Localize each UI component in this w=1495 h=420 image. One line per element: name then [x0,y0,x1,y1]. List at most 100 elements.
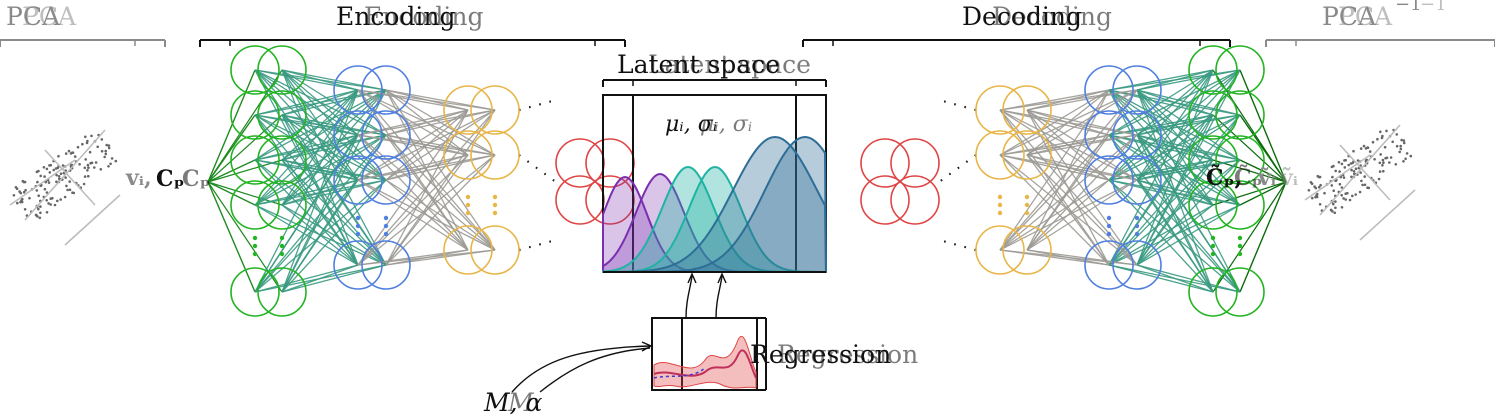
pca-right-point-17 [1347,163,1350,167]
pca-right-point-112 [1351,161,1354,165]
pca-right-point-138 [1402,141,1406,145]
pca-right-point-40 [1352,149,1355,153]
mu-sigma-label-overlap: μᵢ, σᵢ [700,112,753,137]
pca-right-point-78 [1350,168,1353,172]
pca-right-point-95 [1398,150,1401,154]
pca-right-point-36 [1344,192,1347,195]
pca-right-point-75 [1310,182,1314,185]
pca-right-point-47 [1333,211,1337,215]
encoder-node-0-1 [230,90,280,140]
encoder-node-2-3 [333,240,383,290]
pca-right-point-48 [1363,183,1367,187]
pca-left-label-overlap: PCA [22,2,77,31]
pca-right-point-34 [1331,175,1334,179]
pca-left-point-6 [67,149,71,153]
c-p-input-label-overlap: Cₚ [182,166,211,192]
pca-right-point-32 [1361,183,1364,187]
decoder-edge-7-3-0 [999,109,1110,266]
encoder-ellipsis-dot-2-2 [355,231,361,237]
pca-left-point-126 [109,162,112,166]
pca-right-point-129 [1314,186,1318,190]
pca-left-point-11 [114,159,118,163]
pca-left-point-93 [93,166,96,169]
decoder-edge-4-1-2 [1026,134,1138,251]
pca-right-point-45 [1311,196,1314,200]
pca-left-point-32 [66,188,69,192]
encoder-node-3-2 [361,155,411,205]
encoder-edge-2-4-0 [281,89,359,293]
pca-right-point-131 [1377,177,1381,181]
encoder-edge-2-2-0 [281,89,359,161]
regression-label-overlap: Regression [777,340,919,369]
regression-box [511,272,767,393]
pca-left-point-30 [100,138,104,141]
encoder-edge-6-2-0 [385,109,469,181]
decoder-node-5-1 [975,130,1025,180]
decoder-edge-3-4-0 [1108,89,1214,293]
encoder-node-3-3 [361,240,411,290]
pca-right-point-74 [1329,208,1333,212]
decoder-edge-3-3-0 [1108,89,1214,206]
pca-left-point-65 [21,179,25,183]
encoder-node-1-3 [257,180,307,230]
pca-left-point-136 [45,191,49,194]
encoder-fan-edge-0 [207,69,256,183]
pca-left-point-47 [38,216,42,220]
pca-right-point-15 [1368,150,1372,153]
encoder-edge-4-0-0 [357,89,469,111]
pca-left-point-67 [45,167,49,171]
encoder-ellipsis-dot-3-0 [383,215,389,221]
pca-right-point-33 [1352,170,1356,173]
pca-right-point-37 [1402,160,1405,163]
pca-left-point-45 [15,201,19,205]
encoder-node-2-2 [333,155,383,205]
pca-right-point-124 [1379,153,1382,156]
encoder-edge-0-1-0 [254,89,359,116]
pca-right-point-123 [1338,170,1341,173]
encoder-edge-0-4-0 [254,89,359,293]
encoder-node-0-2 [230,135,280,185]
decoder-ellipsis-dot-5-1 [997,202,1003,208]
decoder-edge-0-4-3 [1136,264,1241,293]
decoder-edge-3-3-2 [1108,179,1214,206]
encoder-ellipsis-dot-2-1 [355,223,361,229]
encoder-node-2-0 [333,65,383,115]
pca-left-point-71 [59,198,62,201]
encoder-edge-7-2-2 [385,179,496,251]
pca-right-point-108 [1380,136,1384,140]
pca-left-point-74 [34,213,38,217]
encoder-edge-0-3-2 [254,179,359,206]
decoder-node-1-0 [1188,45,1238,95]
encoder-node-3-1 [361,110,411,160]
encoder-edge-0-4-3 [254,264,359,293]
encoder-edge-3-4-3 [281,264,387,293]
decoder-edge-7-0-2 [999,89,1110,251]
v-i-label: vᵢ, [126,165,152,191]
pca-right-point-11 [1409,154,1413,158]
pca-left-point-99 [71,151,75,154]
regression-arrowhead-right [717,272,727,284]
decoder-node-7-0 [860,138,910,188]
decoder-edge-2-4-0 [1136,89,1214,293]
pca-right-point-30 [1395,133,1399,136]
pca-left-label: PCA [6,2,61,31]
pca-left-axis-0 [24,129,106,221]
pca-right-point-1 [1317,185,1321,189]
pca-left-axis-1 [44,149,96,206]
pca-left-point-119 [42,166,46,169]
encoder-node-1-4 [257,267,307,317]
decoder-edge-3-0-3 [1108,69,1214,266]
regression-label: Regression [750,340,892,369]
pca-right-point-6 [1362,144,1366,148]
input-arrow-upper [511,345,651,393]
pca-right-point-114 [1332,164,1335,168]
pca-right-point-117 [1385,129,1388,133]
encoder-ellipsis-dot-1-2 [279,251,285,257]
encoder-node-4-1 [443,130,493,180]
encoder-ellipsis-dot-0-1 [252,243,258,249]
decoder-ellipsis-dot-5-2 [997,210,1003,216]
pca-left-point-122 [61,164,65,167]
decoder-edge-6-1-0 [1026,109,1110,136]
pca-right-point-35 [1371,140,1375,144]
